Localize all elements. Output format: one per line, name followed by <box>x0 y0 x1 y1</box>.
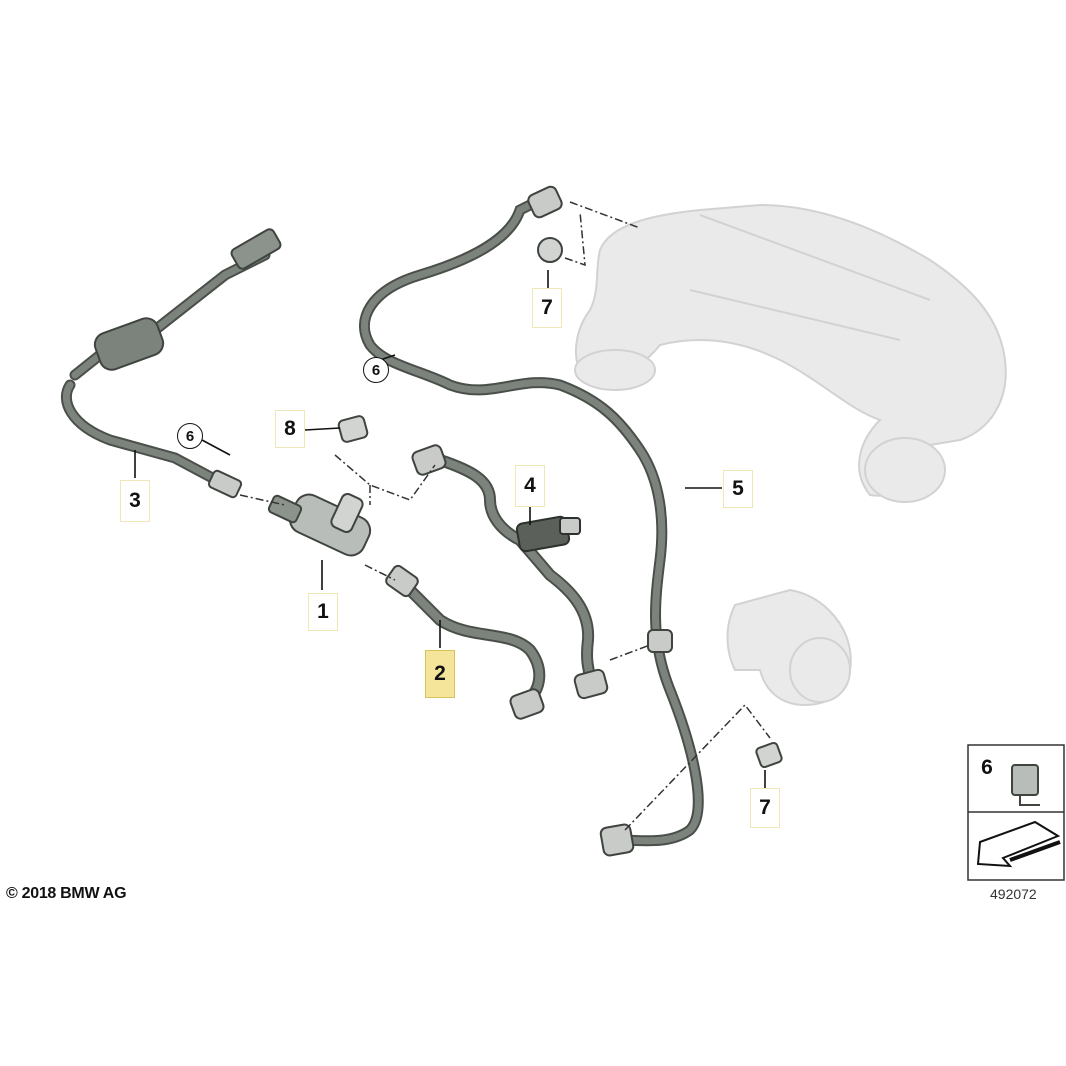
hose-3 <box>60 249 271 488</box>
pressure-sensor-4 <box>515 515 581 553</box>
clip-7-bottom <box>755 741 783 769</box>
grommet-7-top <box>537 237 563 263</box>
callout-3: 3 <box>120 480 150 522</box>
ghost-intake-duct <box>574 203 1007 503</box>
callout-6-legend: 6 <box>981 756 993 779</box>
hose-4-connectors <box>411 444 609 700</box>
callout-4: 4 <box>515 465 545 507</box>
copyright-text: © 2018 BMW AG <box>6 885 127 902</box>
callout-6-hose3: 6 <box>172 418 208 454</box>
connector-top-left <box>230 228 282 270</box>
callout-5: 5 <box>723 470 753 508</box>
hose-2 <box>399 579 546 706</box>
filter-canister <box>93 317 165 371</box>
legend-arrow-icon <box>976 820 1061 868</box>
callout-7-bottom: 7 <box>750 788 780 828</box>
callout-6-hose5: 6 <box>358 352 394 388</box>
hose-5-connectors <box>527 185 673 857</box>
leader-lines <box>134 270 766 788</box>
callout-7-top: 7 <box>532 288 562 328</box>
hose-2-connectors <box>385 564 545 720</box>
callout-1: 1 <box>308 593 338 631</box>
hose-3-end-connector <box>207 469 243 499</box>
diagram-number: 492072 <box>990 886 1037 902</box>
grommet-8 <box>337 415 369 443</box>
legend-box <box>967 744 1065 881</box>
callout-8: 8 <box>275 410 305 448</box>
hose-4 <box>434 454 596 686</box>
hose-5 <box>359 194 704 847</box>
assembly-lines <box>239 201 771 831</box>
callout-2: 2 <box>425 650 455 698</box>
ghost-throttle-housing <box>726 588 852 707</box>
purge-valve-1 <box>267 493 372 557</box>
